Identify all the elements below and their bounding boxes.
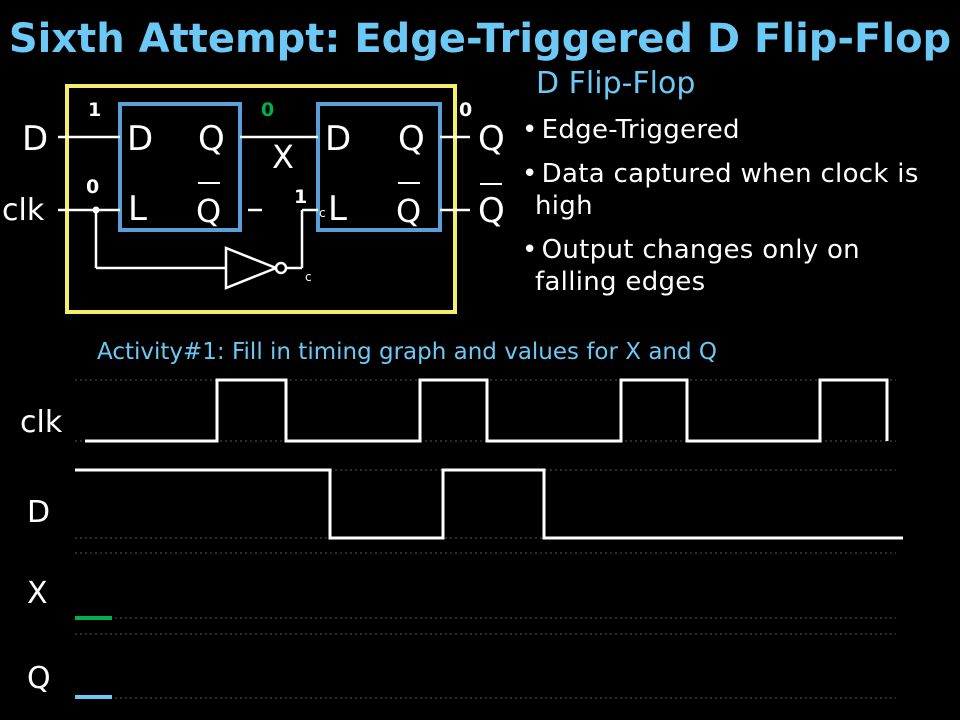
flip-flop-circuit: D clk Q Q X D Q L Q D Q L Q 1 0 0 0 1 c … (2, 84, 505, 314)
input-clk-label: clk (2, 193, 45, 228)
timing-label-d: D (27, 495, 50, 530)
side-heading: D Flip-Flop (536, 66, 696, 101)
latch-left-d: D (127, 119, 153, 159)
output-qbar-label: Q (478, 191, 505, 231)
bullet-item: Edge-Triggered (522, 114, 942, 146)
output-q-label: Q (478, 119, 505, 159)
d-waveform (75, 468, 903, 540)
c-label-latch: c (319, 206, 326, 220)
value-q-out: 0 (459, 99, 472, 121)
input-d-label: D (22, 119, 48, 159)
latch-left-qbar: Q (196, 192, 221, 230)
latch-right-l: L (328, 189, 347, 229)
bullet-item: Data captured when clock is high (522, 158, 942, 222)
latch-left-q: Q (198, 119, 225, 159)
clk-junction-dot (92, 206, 100, 214)
circuit-frame (65, 84, 457, 314)
timing-label-clk: clk (20, 405, 63, 440)
value-clk-left: 0 (86, 176, 99, 198)
circuit-wires (58, 135, 470, 270)
value-x: 0 (261, 99, 274, 121)
value-clk-right: 1 (294, 186, 307, 208)
node-x-label: X (272, 138, 294, 176)
latch-left-box (118, 102, 242, 232)
timing-label-q: Q (27, 661, 51, 696)
inverter-gate (224, 246, 280, 290)
slide-title: Sixth Attempt: Edge-Triggered D Flip-Flo… (8, 16, 952, 62)
inverter-bubble (274, 261, 288, 275)
latch-left-l: L (128, 189, 147, 229)
bullet-item: Output changes only on falling edges (522, 234, 942, 298)
timing-label-x: X (27, 576, 48, 611)
latch-right-box (316, 102, 442, 232)
latch-right-d: D (325, 119, 351, 159)
activity-instruction: Activity#1: Fill in timing graph and val… (97, 339, 718, 365)
c-label-inverter: c (305, 270, 312, 284)
clk-waveform (85, 378, 889, 443)
latch-right-q: Q (398, 119, 425, 159)
bullet-list: Edge-Triggered Data captured when clock … (522, 114, 942, 310)
value-d-in: 1 (88, 99, 101, 121)
latch-right-qbar: Q (396, 192, 421, 230)
